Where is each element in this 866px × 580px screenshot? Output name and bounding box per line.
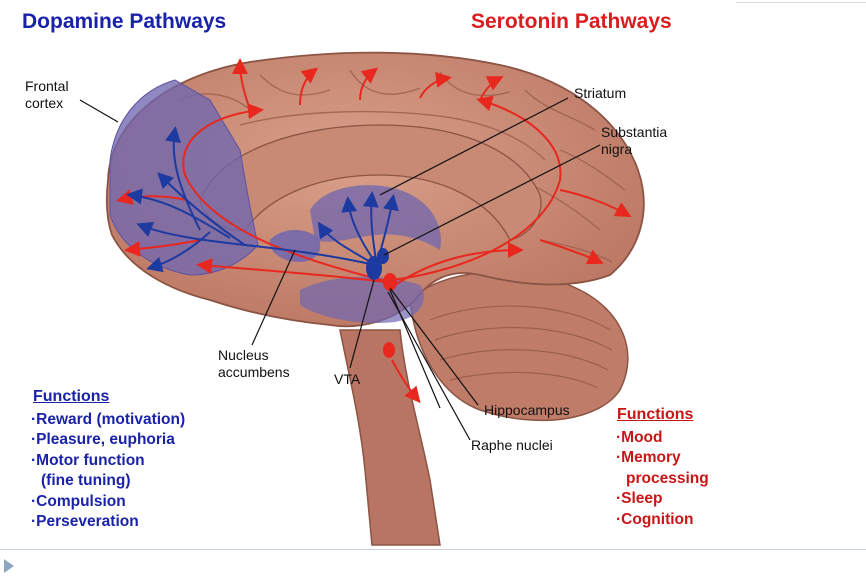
serotonin-title: Serotonin Pathways [471,10,672,33]
dopamine-title: Dopamine Pathways [22,10,227,33]
triangle-right-icon[interactable] [4,559,14,573]
cerebellum-folds [429,305,613,389]
label-nucleus-accumbens: Nucleus accumbens [218,347,290,381]
raphe-nucleus-lower [383,342,395,358]
label-raphe-nuclei: Raphe nuclei [471,437,553,453]
serotonin-function-item: ·Cognition [616,510,694,528]
slide-footer-bar [0,549,866,580]
serotonin-functions-list: ·Mood ·Memory processing ·Sleep ·Cogniti… [616,428,709,530]
label-vta: VTA [334,371,361,387]
label-substantia-nigra-line2: nigra [601,141,633,157]
label-frontal-cortex: Frontal cortex [25,78,69,112]
dopamine-function-item: ·Compulsion [31,492,126,510]
gyri [179,69,626,263]
label-substantia-nigra-line1: Substantia [601,124,668,140]
label-frontal-cortex-line2: cortex [25,95,64,111]
serotonin-function-item: processing [626,469,709,487]
serotonin-function-item: ·Mood [616,429,663,446]
top-rule [736,2,866,3]
label-frontal-cortex-line1: Frontal [25,78,69,94]
substantia-nigra-nucleus [377,248,389,264]
serotonin-pathways [116,58,632,404]
dopamine-functions-list: ·Reward (motivation) ·Pleasure, euphoria… [31,410,185,532]
label-striatum: Striatum [574,85,627,101]
dopamine-function-item: ·Perseveration [31,513,139,531]
label-hippocampus: Hippocampus [484,402,570,418]
nucleus-accumbens-region [269,229,321,262]
serotonin-function-item: ·Sleep [616,490,663,508]
dopamine-function-item: ·Motor function [31,451,145,469]
label-nucleus-accumbens-line2: accumbens [218,364,290,380]
dopamine-function-item: ·Reward (motivation) [31,411,186,428]
dopamine-function-item: (fine tuning) [41,472,131,490]
leader-lines [79,97,601,441]
raphe-nucleus-upper [383,273,397,291]
dopamine-pathways [126,126,399,273]
label-substantia-nigra: Substantia nigra [601,124,667,158]
label-nucleus-accumbens-line1: Nucleus [218,347,269,363]
dopamine-function-item: ·Pleasure, euphoria [31,431,175,449]
dopamine-functions-heading: Functions [33,388,110,405]
vta-nucleus [366,256,382,280]
cerebellum [409,271,629,422]
serotonin-functions-heading: Functions [617,406,694,423]
brainstem [339,329,441,546]
serotonin-function-item: ·Memory [616,449,681,467]
